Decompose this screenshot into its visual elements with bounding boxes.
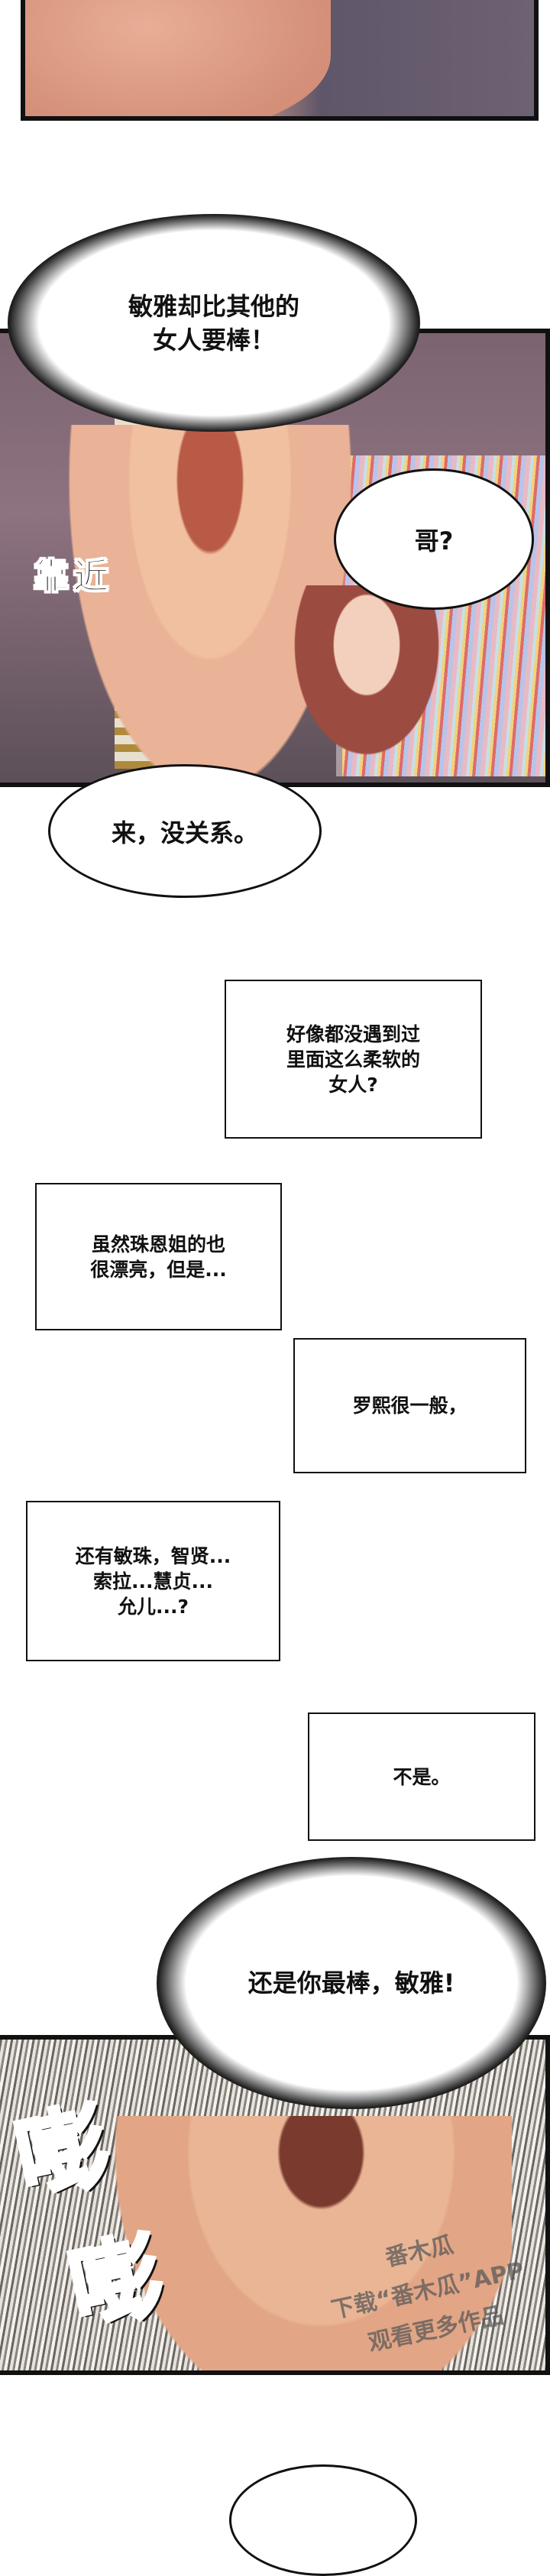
man-figure-bowed	[115, 2116, 512, 2370]
next-bubble-fragment	[229, 2464, 417, 2576]
speech-bubble-man: 来，没关系。	[48, 764, 322, 898]
speech-text-man: 来，没关系。	[111, 818, 258, 847]
narration-text-3: 罗熙很一般，	[352, 1395, 467, 1417]
speech-bubble-woman: 哥?	[334, 468, 534, 610]
narration-box-3: 罗熙很一般，	[293, 1338, 526, 1473]
woman-figure	[275, 585, 458, 783]
speech-text-woman: 哥?	[414, 526, 454, 556]
narration-box-4: 还有敏珠，智贤... 索拉...慧贞... 允儿...?	[26, 1501, 280, 1661]
panel-1	[21, 0, 539, 121]
character-shoulder	[25, 0, 331, 116]
narration-text-2: 虽然珠恩姐的也 很漂亮，但是...	[90, 1233, 227, 1281]
narration-text-5: 不是。	[393, 1765, 451, 1788]
thought-bubble-2: 还是你最棒，敏雅!	[157, 1857, 546, 2109]
thought-bubble-1: 敏雅却比其他的 女人要棒！	[8, 214, 420, 432]
sfx-label-approach: 靠近	[34, 556, 113, 598]
narration-text-1: 好像都没遇到过 里面这么柔软的 女人?	[286, 1022, 420, 1096]
narration-text-4: 还有敏珠，智贤... 索拉...慧贞... 允儿...?	[75, 1544, 231, 1618]
narration-box-1: 好像都没遇到过 里面这么柔软的 女人?	[225, 980, 482, 1139]
thought-text-1: 敏雅却比其他的 女人要棒！	[128, 291, 299, 355]
thought-text-2: 还是你最棒，敏雅!	[247, 1968, 455, 1998]
narration-box-5: 不是。	[308, 1712, 535, 1841]
narration-box-2: 虽然珠恩姐的也 很漂亮，但是...	[35, 1183, 282, 1330]
